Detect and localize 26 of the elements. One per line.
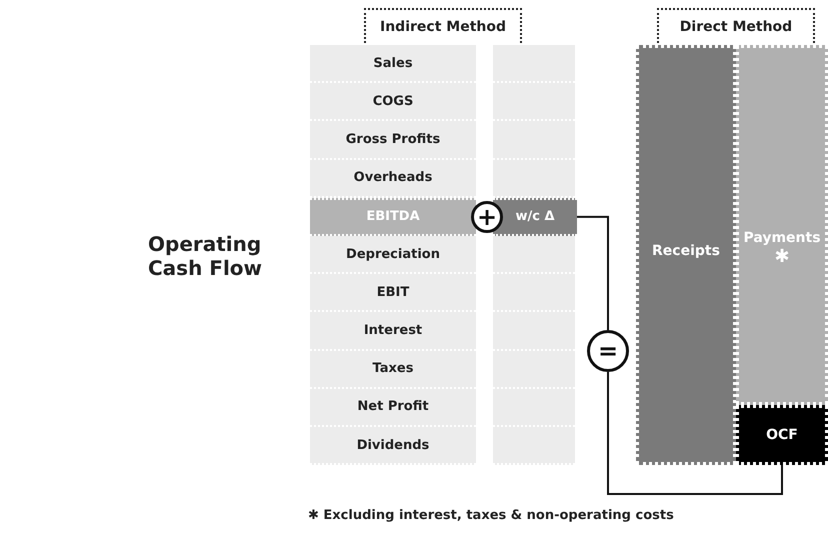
statement-row: Sales <box>310 45 476 84</box>
statement-row: COGS <box>310 83 476 122</box>
working-capital-cell: w/c Δ <box>493 198 577 236</box>
statement-row: Net Profit <box>310 388 476 427</box>
payments-panel <box>736 45 828 405</box>
statement-row: Dividends <box>310 427 476 466</box>
footnote-mark: ✱ <box>774 246 790 267</box>
empty-cell <box>493 236 575 274</box>
method-heading: Direct Method <box>657 8 815 43</box>
connector-line <box>577 216 609 330</box>
highlighted-row: EBITDA <box>310 198 476 236</box>
empty-cell <box>493 160 575 198</box>
panel-title: Payments <box>743 230 821 246</box>
side-label: Operating Cash Flow <box>148 232 264 280</box>
connector-line <box>607 372 783 495</box>
receipts-panel: Receipts <box>636 45 736 465</box>
method-heading: Indirect Method <box>364 8 522 43</box>
statement-row: Gross Profits <box>310 121 476 160</box>
statement-row: Taxes <box>310 350 476 389</box>
statement-row: Depreciation <box>310 236 476 274</box>
operator-circle: = <box>587 330 629 372</box>
statement-row: Overheads <box>310 160 476 198</box>
footnote: ✱ Excluding interest, taxes & non-operating costs <box>308 508 674 523</box>
statement-row: Interest <box>310 312 476 351</box>
statement-row: EBIT <box>310 274 476 312</box>
result-box: OCF <box>736 405 828 465</box>
